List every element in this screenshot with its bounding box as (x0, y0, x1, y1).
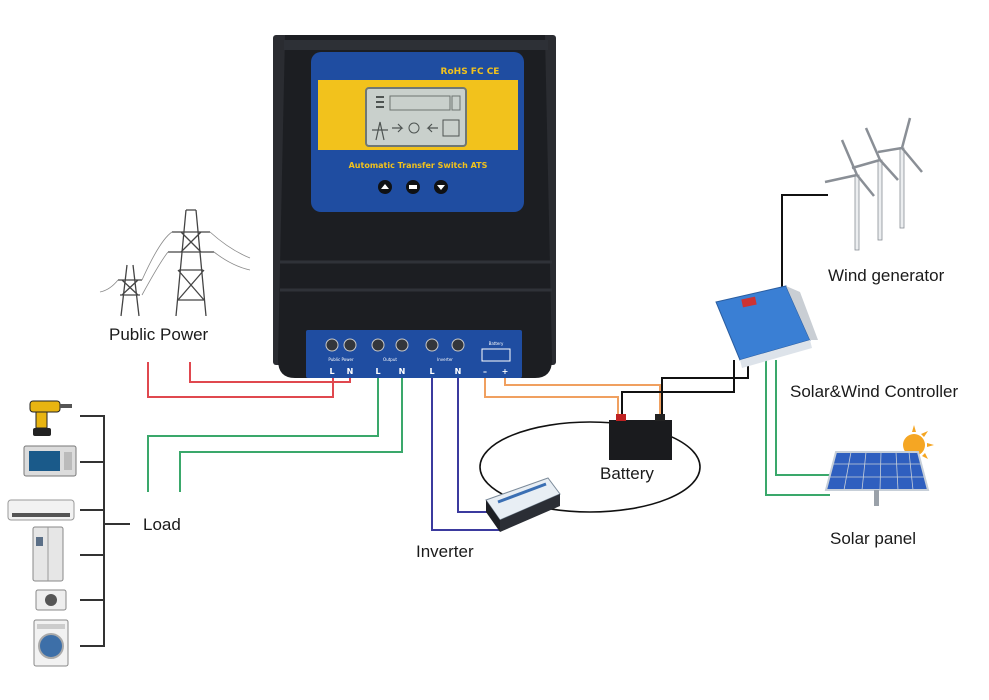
terminal-letter: + (502, 367, 509, 376)
terminal-letter: – (483, 367, 487, 376)
wire-controller-battery-a (621, 360, 735, 418)
inverter-icon (485, 477, 561, 532)
label-solar-panel: Solar panel (830, 529, 916, 548)
load-bus (80, 415, 105, 647)
lcd-screen (365, 87, 467, 147)
label-inverter: Inverter (416, 542, 474, 561)
wire-battery-pos (504, 375, 661, 418)
controller-icon (715, 285, 818, 368)
fridge-icon (32, 526, 64, 582)
terminal-group-public-power: Public Power (328, 357, 354, 362)
terminal-group-output: Output (383, 357, 397, 362)
wire-public-power-n (189, 362, 351, 383)
washing-machine-icon (33, 619, 69, 667)
label-controller: Solar&Wind Controller (790, 382, 959, 401)
wind-turbine-icon (824, 117, 923, 251)
terminal-letter: L (329, 367, 334, 376)
label-load: Load (143, 515, 181, 534)
wire-solar-b (775, 360, 830, 476)
wire-output-n (179, 375, 403, 492)
wire-inverter-l (431, 375, 500, 531)
wire-wind-controller (781, 194, 828, 290)
terminal-letter: L (375, 367, 380, 376)
solar-panel-icon (824, 425, 934, 506)
terminal-screws (325, 338, 511, 362)
wire-public-power-l (147, 362, 334, 398)
drill-icon (29, 400, 72, 436)
battery-icon (609, 414, 672, 460)
camera-icon (35, 589, 67, 611)
label-public-power: Public Power (109, 325, 209, 344)
ats-device: RoHS FC CE Automatic Transfer Switch ATS (273, 35, 556, 378)
device-title: Automatic Transfer Switch ATS (349, 161, 488, 170)
wire-controller-battery-b (661, 360, 749, 418)
terminal-strip (306, 330, 522, 378)
sun-icon (903, 425, 934, 459)
terminal-letter: N (347, 367, 354, 376)
wire-battery-inverter-loop (479, 421, 701, 513)
label-wind-generator: Wind generator (828, 266, 945, 285)
brand-marks: RoHS FC CE (441, 67, 500, 77)
panel-buttons (378, 180, 448, 194)
terminal-group-battery: Battery (489, 341, 504, 346)
load-appliances (7, 400, 77, 667)
wire-solar-a (765, 360, 830, 496)
wire-output-l (147, 375, 379, 492)
wire-battery-neg (484, 375, 619, 418)
label-battery: Battery (600, 464, 654, 483)
microwave-icon (23, 445, 77, 477)
terminal-letter: N (455, 367, 462, 376)
air-conditioner-icon (7, 499, 75, 521)
wire-inverter-n (457, 375, 492, 513)
wires (80, 194, 830, 647)
terminal-letter: N (399, 367, 406, 376)
terminal-group-inverter: Inverter (437, 357, 453, 362)
terminal-letter: L (429, 367, 434, 376)
pylon-icon (99, 209, 251, 317)
